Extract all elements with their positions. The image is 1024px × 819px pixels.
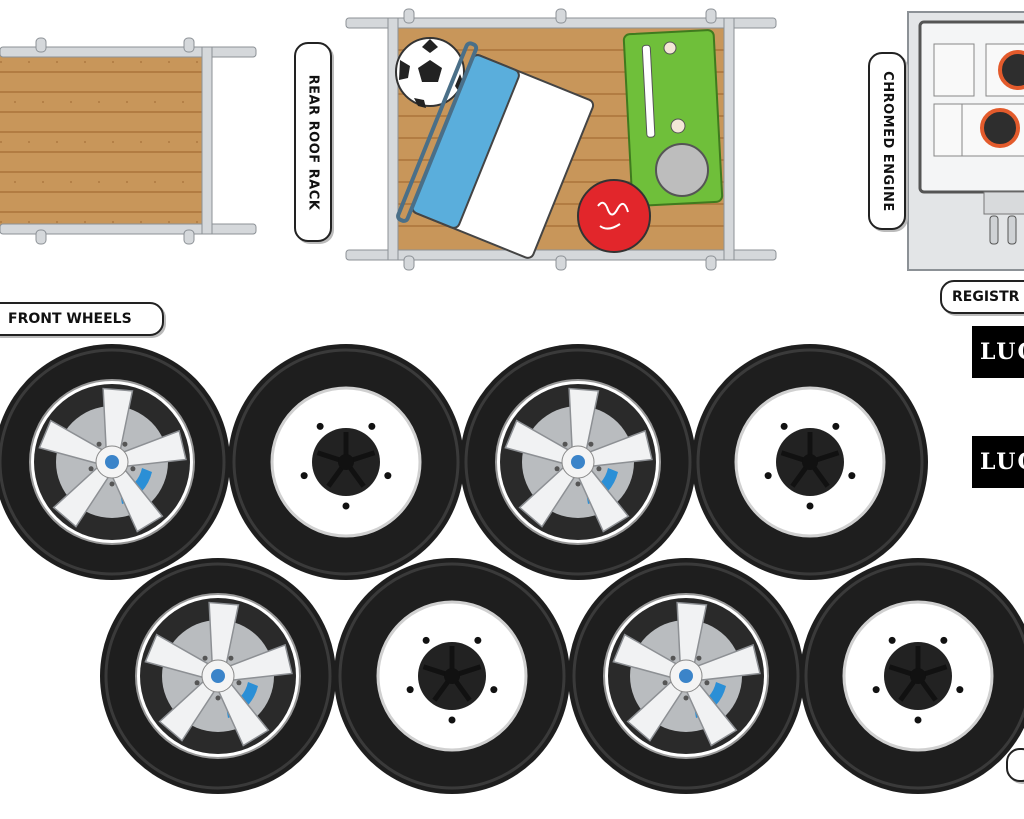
alloy-wheel-icon — [568, 558, 804, 794]
radio-icon — [622, 29, 724, 207]
chromed-engine-label: CHROMED ENGINE — [868, 52, 906, 230]
steel-wheel-icon — [692, 344, 928, 580]
alloy-wheel-icon — [460, 344, 696, 580]
registration-label: REGISTR — [940, 280, 1024, 314]
steel-wheel-icon — [228, 344, 464, 580]
front-wheels-label: FRONT WHEELS — [0, 302, 164, 336]
steel-wheel-icon — [800, 558, 1024, 794]
cooler-box-icon — [396, 41, 595, 259]
label-edge — [1006, 748, 1024, 782]
alloy-wheel-icon — [100, 558, 336, 794]
red-ball-icon — [577, 179, 651, 253]
steel-wheel-icon — [334, 558, 570, 794]
alloy-wheel-icon — [0, 344, 230, 580]
rear-roof-rack-label: REAR ROOF RACK — [294, 42, 332, 242]
registration-plate: LUC — [972, 326, 1024, 378]
registration-plate: LUC — [972, 436, 1024, 488]
